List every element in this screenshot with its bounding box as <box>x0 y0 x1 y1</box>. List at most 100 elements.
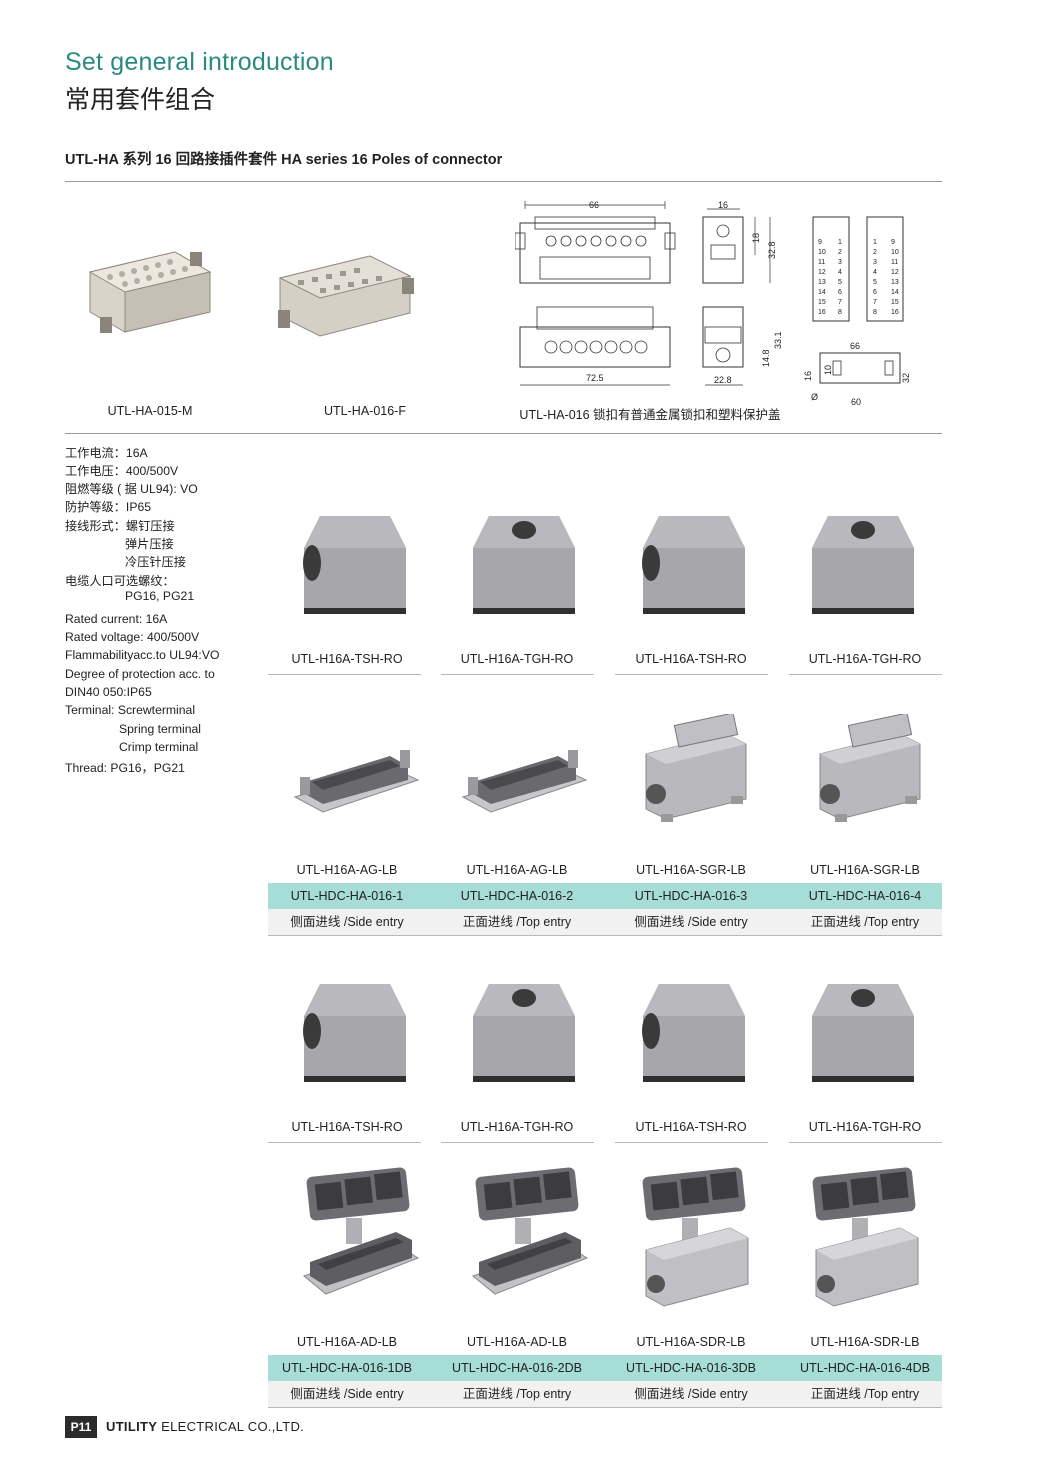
dim-66-top: 66 <box>589 200 599 210</box>
entry-type: 正面进线 /Top entry <box>810 1387 920 1401</box>
base-label: UTL-H16A-AD-LB <box>296 1335 398 1349</box>
spec-cn-thread-value: PG16, PG21 <box>125 589 195 603</box>
series-subtitle: UTL-HA 系列 16 回路接插件套件 HA series 16 Poles … <box>65 152 503 168</box>
page-number: P11 <box>65 1416 97 1438</box>
hood-top-entry-image <box>473 516 575 614</box>
entry-type: 侧面进线 /Side entry <box>634 915 748 929</box>
svg-text:14: 14 <box>818 289 826 296</box>
hood-side-entry-image <box>303 984 406 1082</box>
spec-en-current: Rated current: 16A <box>65 612 168 626</box>
dim-18: 18 <box>751 233 761 243</box>
hood-label: UTL-H16A-TGH-RO <box>808 1120 922 1134</box>
title-chinese: 常用套件组合 <box>65 86 216 114</box>
spec-en-protection-2: DIN40 050:IP65 <box>65 685 152 699</box>
kit-code-band <box>268 883 942 909</box>
svg-text:10: 10 <box>818 249 826 256</box>
dim-16-side: 16 <box>803 371 813 381</box>
hood-label: UTL-H16A-TSH-RO <box>635 1120 747 1134</box>
svg-text:13: 13 <box>891 279 899 286</box>
kit-code: UTL-HDC-HA-016-3 <box>634 889 748 903</box>
dim-72-5: 72.5 <box>586 373 604 383</box>
svg-text:12: 12 <box>818 269 826 276</box>
svg-text:3: 3 <box>838 259 842 266</box>
spec-en-terminal-3: Crimp terminal <box>119 740 199 754</box>
svg-text:2: 2 <box>873 249 877 256</box>
bulkhead-base-with-cover-image <box>642 1167 749 1307</box>
entry-type: 侧面进线 /Side entry <box>290 1387 404 1401</box>
spec-en-terminal: Terminal: Screwterminal <box>65 703 196 717</box>
dim-32: 32 <box>901 373 911 383</box>
hood-top-entry-image <box>812 516 914 614</box>
entry-type: 正面进线 /Top entry <box>462 915 572 929</box>
svg-text:11: 11 <box>818 259 825 266</box>
divider <box>441 1142 594 1143</box>
dim-66-right: 66 <box>850 341 860 351</box>
kit-code: UTL-HDC-HA-016-1 <box>290 889 404 903</box>
svg-text:3: 3 <box>873 259 877 266</box>
dim-10: 10 <box>823 365 833 375</box>
male-insert-label: UTL-HA-015-M <box>107 404 193 418</box>
svg-text:9: 9 <box>818 239 822 246</box>
svg-text:12: 12 <box>891 269 899 276</box>
svg-text:11: 11 <box>891 259 898 266</box>
svg-text:8: 8 <box>838 309 842 316</box>
bulkhead-base-image <box>645 714 747 822</box>
svg-text:16: 16 <box>891 309 899 316</box>
base-label: UTL-H16A-SDR-LB <box>810 1335 920 1349</box>
svg-text:5: 5 <box>838 279 842 286</box>
hood-side-entry-image <box>303 516 406 614</box>
spec-cn-flame: 阻燃等级 ( 据 UL94): VO <box>65 482 198 496</box>
entry-type: 侧面进线 /Side entry <box>634 1387 748 1401</box>
dim-16: 16 <box>718 200 728 210</box>
surface-base-image <box>293 750 420 813</box>
spec-en-voltage: Rated voltage: 400/500V <box>65 630 200 644</box>
divider <box>65 181 942 182</box>
kit-code: UTL-HDC-HA-016-2DB <box>452 1361 582 1375</box>
spec-cn-protection: 防护等级：IP65 <box>65 500 152 514</box>
entry-type: 正面进线 /Top entry <box>462 1387 572 1401</box>
hood-top-entry-image <box>812 984 914 1082</box>
svg-text:7: 7 <box>838 299 842 306</box>
divider <box>268 674 421 675</box>
drawing-label: UTL-HA-016 锁扣有普通金属锁扣和塑料保护盖 <box>519 408 781 422</box>
divider <box>268 935 942 936</box>
company-name: UTILITY ELECTRICAL CO.,LTD. <box>106 1419 304 1434</box>
spec-en-thread: Thread: PG16，PG21 <box>65 761 185 775</box>
hood-label: UTL-H16A-TGH-RO <box>460 652 574 666</box>
svg-text:14: 14 <box>891 289 899 296</box>
spec-cn-terminal: 接线形式：螺钉压接 <box>65 519 175 533</box>
entry-type: 侧面进线 /Side entry <box>290 915 404 929</box>
base-label: UTL-H16A-SDR-LB <box>636 1335 746 1349</box>
entry-band <box>268 909 942 935</box>
hood-label: UTL-H16A-TSH-RO <box>291 652 403 666</box>
svg-text:16: 16 <box>818 309 826 316</box>
divider <box>789 1142 942 1143</box>
spec-cn-terminal-2: 弹片压接 <box>125 537 174 551</box>
divider <box>789 674 942 675</box>
hood-label: UTL-H16A-TGH-RO <box>460 1120 574 1134</box>
kit-code: UTL-HDC-HA-016-1DB <box>282 1361 412 1375</box>
svg-text:10: 10 <box>891 249 899 256</box>
svg-text:15: 15 <box>891 299 899 306</box>
divider <box>268 1142 421 1143</box>
svg-text:2: 2 <box>838 249 842 256</box>
divider <box>268 1407 942 1408</box>
svg-text:8: 8 <box>873 309 877 316</box>
hood-label: UTL-H16A-TSH-RO <box>635 652 747 666</box>
svg-text:9: 9 <box>891 239 895 246</box>
svg-text:6: 6 <box>873 289 877 296</box>
spec-cn-voltage: 工作电压：400/500V <box>65 464 179 478</box>
svg-text:5: 5 <box>873 279 877 286</box>
svg-text:15: 15 <box>818 299 826 306</box>
company-name-rest: ELECTRICAL CO.,LTD. <box>161 1419 305 1434</box>
svg-text:1: 1 <box>873 239 877 246</box>
female-insert-label: UTL-HA-016-F <box>324 404 406 418</box>
dim-33-1: 33.1 <box>773 331 783 349</box>
base-label: UTL-H16A-AD-LB <box>466 1335 568 1349</box>
hood-label: UTL-H16A-TSH-RO <box>291 1120 403 1134</box>
svg-text:4: 4 <box>838 269 842 276</box>
hood-side-entry-image <box>642 984 745 1082</box>
hood-side-entry-image <box>642 516 745 614</box>
svg-text:4: 4 <box>873 269 877 276</box>
